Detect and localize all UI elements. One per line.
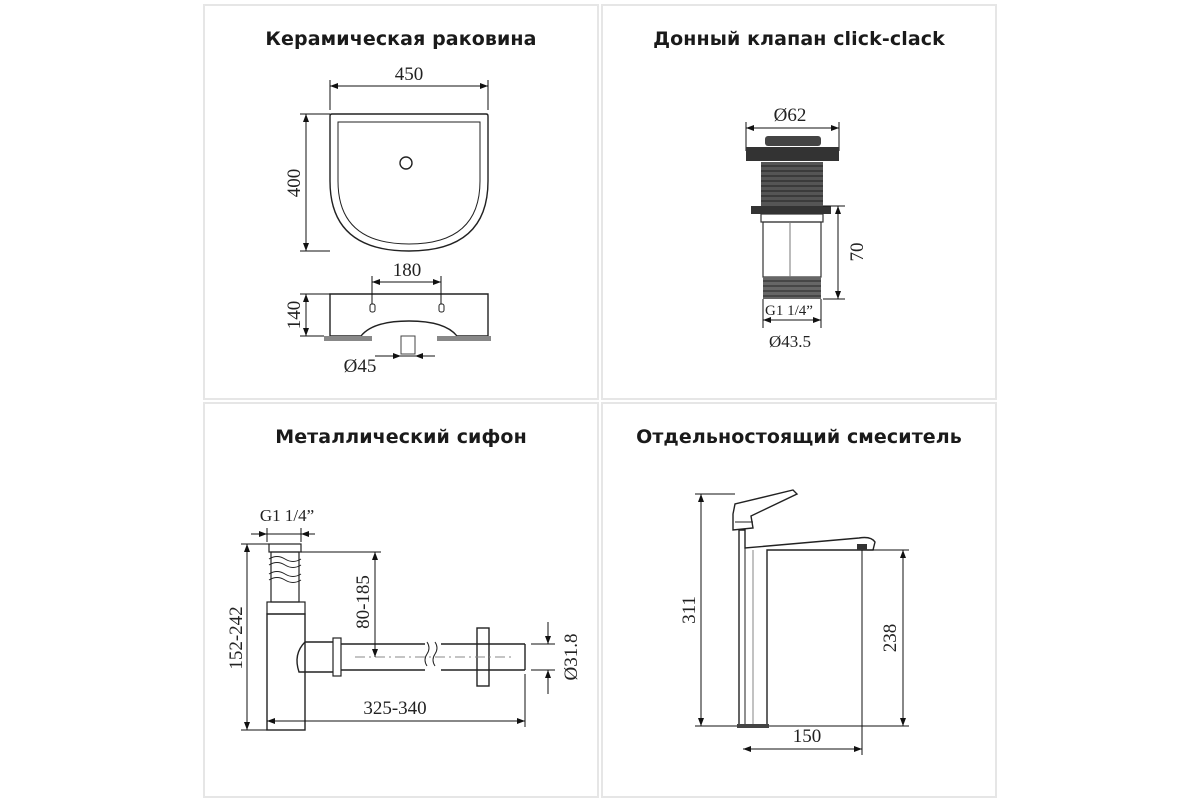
valve-flange <box>746 147 839 161</box>
dim-thread: G1 1/4” <box>260 506 314 525</box>
valve-cap <box>765 136 821 146</box>
dim-total-height: 311 <box>679 596 700 624</box>
siphon-nut <box>268 543 302 553</box>
dim-cap-diameter: Ø62 <box>774 105 807 126</box>
dim-depth: 400 <box>284 169 305 198</box>
tap-hole <box>399 156 413 170</box>
panel-mixer: Отдельностоящий смеситель 311 238 150 <box>601 402 997 798</box>
dim-width: 450 <box>395 64 424 85</box>
dim-height: 140 <box>284 301 305 330</box>
dim-adjust-range: 80-185 <box>353 575 374 629</box>
mixer-body <box>738 529 876 727</box>
dim-length: 70 <box>847 243 868 262</box>
dim-height-range: 152-242 <box>226 606 247 669</box>
mixer-drawing: 311 238 150 <box>679 489 909 755</box>
panel-title: Металлический сифон <box>275 426 527 448</box>
dim-outlet-diameter: Ø31.8 <box>561 634 582 681</box>
valve-nut <box>751 206 831 214</box>
valve-lower-thread <box>763 277 821 299</box>
dim-body-diameter: Ø43.5 <box>769 332 811 351</box>
base-left <box>324 336 372 341</box>
siphon-drawing: G1 1/4” 152-242 <box>226 506 582 731</box>
dim-spout-height: 238 <box>880 624 901 653</box>
sink-side-outline <box>329 293 489 337</box>
panel-drain-valve: Донный клапан click-clack Ø62 <box>601 4 997 400</box>
valve-thread <box>761 162 823 206</box>
sink-top-outline <box>329 113 489 252</box>
base-right <box>437 336 491 341</box>
valve-drawing: Ø62 70 G1 1/4” <box>745 105 868 351</box>
dim-thread: G1 1/4” <box>765 303 813 319</box>
panel-title: Донный клапан click-clack <box>653 28 945 50</box>
panel-title: Керамическая раковина <box>265 28 537 50</box>
dim-reach: 150 <box>793 726 822 747</box>
mixer-handle <box>732 489 799 531</box>
mixer-base <box>737 724 769 728</box>
dim-length-range: 325-340 <box>363 698 426 719</box>
dim-drain-spacing: 180 <box>393 260 422 281</box>
valve-tube <box>762 221 822 278</box>
dim-drain-diameter: Ø45 <box>344 356 377 377</box>
panel-metal-siphon: Металлический сифон G1 1/4” <box>203 402 599 798</box>
panel-ceramic-sink: Керамическая раковина 450 400 180 <box>203 4 599 400</box>
sink-top-inner <box>337 121 481 245</box>
panel-title: Отдельностоящий смеситель <box>636 426 962 448</box>
sink-drawing: 450 400 180 140 Ø45 <box>284 64 491 377</box>
